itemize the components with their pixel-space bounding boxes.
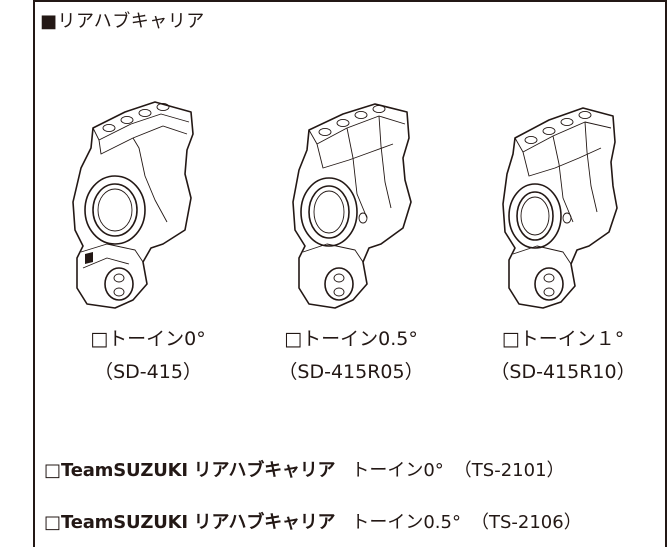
part-name: □トーイン0.5°	[284, 328, 418, 350]
checkbox[interactable]: □	[44, 512, 62, 533]
product-code: （TS-2101）	[453, 460, 565, 481]
checkbox[interactable]: □	[44, 460, 62, 481]
hub-carrier-0-5deg-image	[292, 103, 412, 309]
product-toe: トーイン0.5°	[351, 512, 461, 533]
part-code: （SD-415R10）	[490, 361, 636, 383]
part-caption-0-5deg: □トーイン0.5° （SD-415R05）	[256, 323, 446, 389]
part-name: □トーイン0°	[90, 328, 206, 350]
part-caption-1deg: □トーイン１° （SD-415R10）	[468, 323, 658, 389]
product-brand: TeamSUZUKI	[61, 512, 188, 533]
part-caption-0deg: □トーイン0° （SD-415）	[53, 323, 243, 389]
product-toe: トーイン0°	[351, 460, 444, 481]
hub-carrier-1deg-image	[502, 107, 618, 309]
section-title: ■リアハブキャリア	[40, 11, 205, 32]
product-name: リアハブキャリア	[193, 460, 336, 481]
product-code: （TS-2106）	[470, 512, 582, 533]
hub-carrier-0deg-image	[72, 101, 194, 309]
part-code: （SD-415）	[94, 361, 202, 383]
product-line-ts-2101: □TeamSUZUKI リアハブキャリアトーイン0° （TS-2101）	[44, 456, 565, 482]
part-name: □トーイン１°	[501, 328, 625, 350]
product-line-ts-2106: □TeamSUZUKI リアハブキャリアトーイン0.5° （TS-2106）	[44, 508, 582, 534]
product-brand: TeamSUZUKI	[61, 460, 188, 481]
part-code: （SD-415R05）	[278, 361, 424, 383]
product-name: リアハブキャリア	[193, 512, 336, 533]
section-frame	[33, 0, 667, 547]
